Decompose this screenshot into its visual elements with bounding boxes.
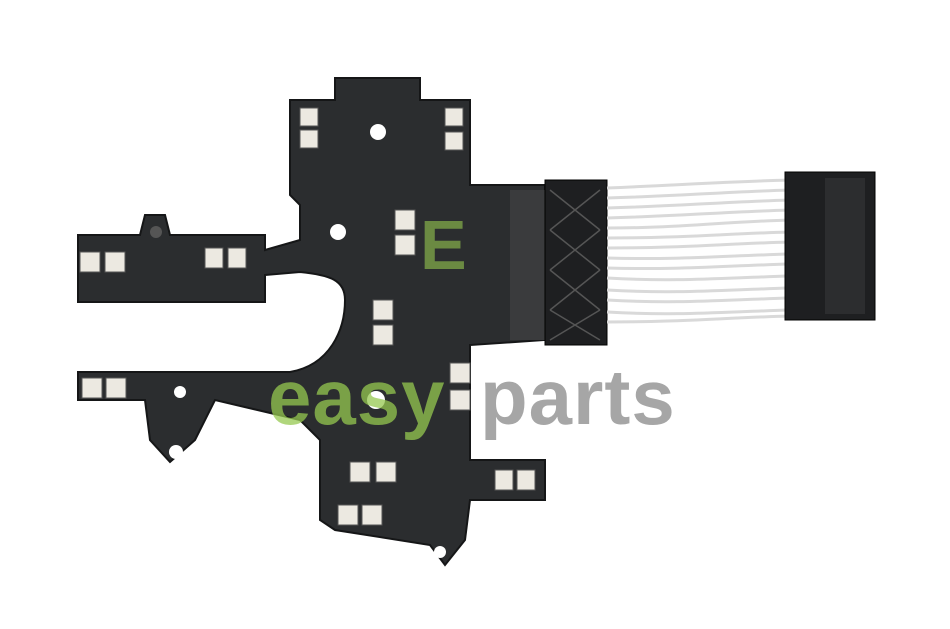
watermark-logo: E — [420, 206, 467, 284]
harness-plug — [784, 171, 876, 321]
terminal-pads — [79, 107, 536, 526]
mounting-holes — [150, 124, 446, 558]
board-connector — [510, 179, 608, 346]
wire-harness — [606, 178, 791, 324]
lead-frame-board — [77, 77, 546, 567]
